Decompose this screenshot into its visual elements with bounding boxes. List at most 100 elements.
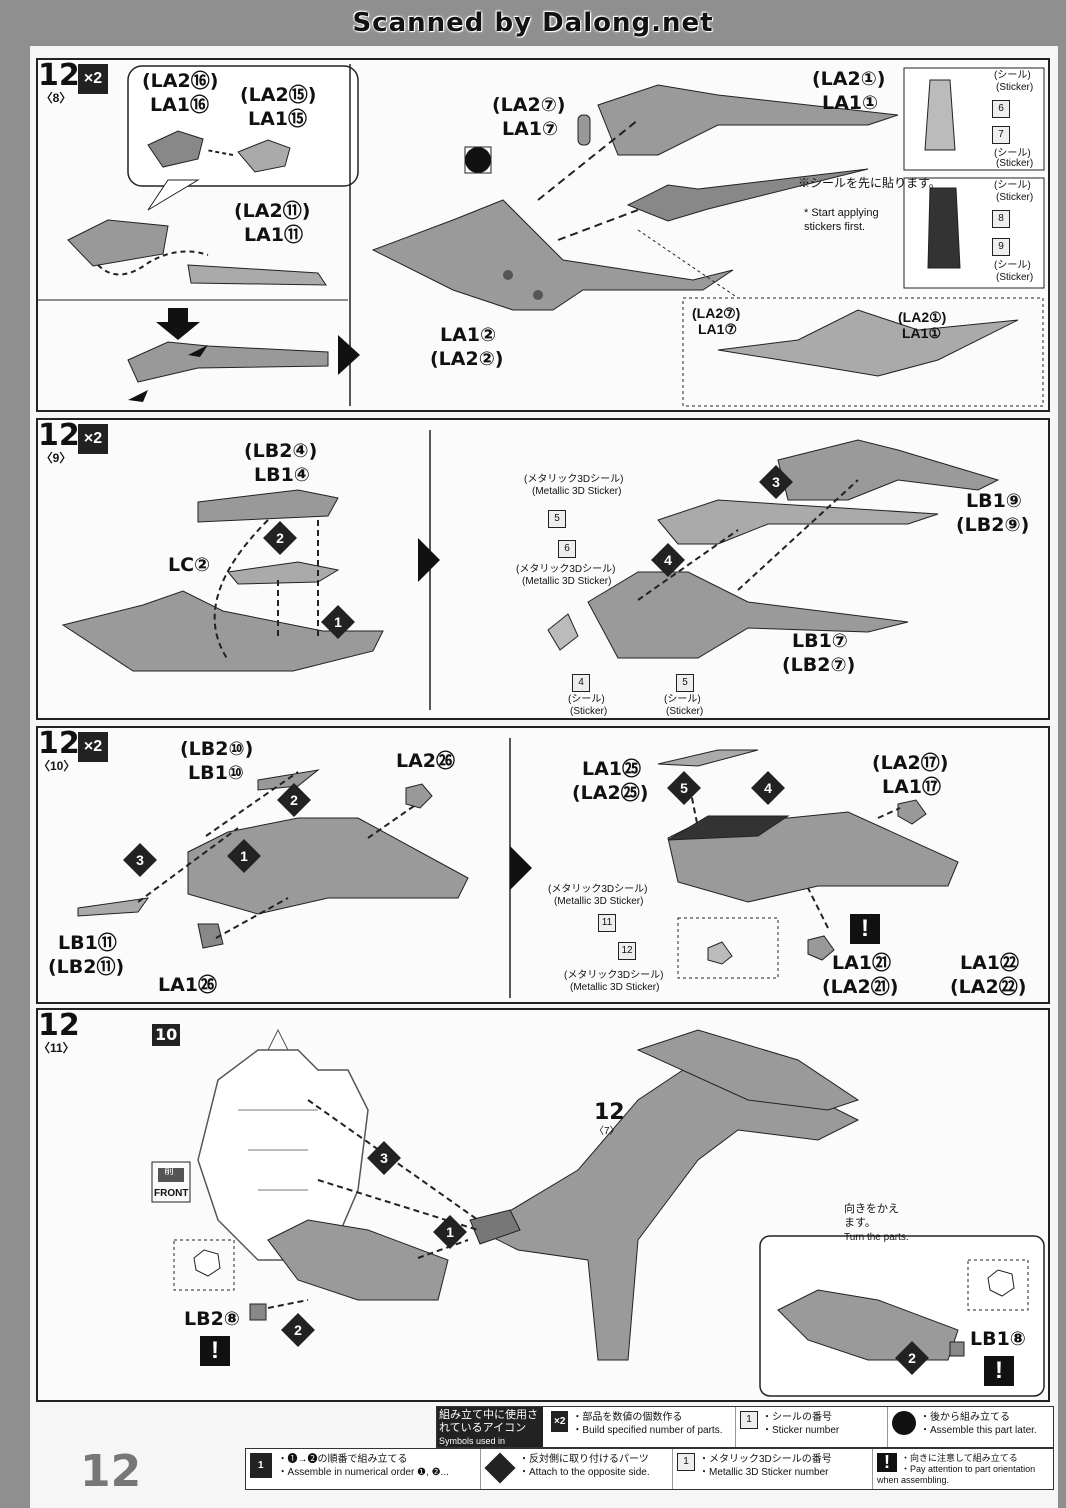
step-badge: 12 〈9〉 xyxy=(38,418,80,465)
front-label-jp: 前 xyxy=(164,1166,174,1177)
watermark: Scanned by Dalong.net xyxy=(352,8,714,38)
part-label: LB1⑩ xyxy=(188,762,244,784)
part-label: LC② xyxy=(168,554,211,576)
assembly-diagram xyxy=(151,1028,1045,1397)
step-number: 12 xyxy=(38,726,80,761)
sticker-number: 8 xyxy=(992,210,1010,228)
part-label: LA2㉖ xyxy=(396,750,456,772)
callout-sub: 〈7〉 xyxy=(594,1126,620,1137)
step-number: 12 xyxy=(38,418,80,453)
part-label: LA1⑮ xyxy=(248,108,308,130)
turn-note-jp: 向きをかえます。 xyxy=(844,1203,899,1229)
sequence-number: 3 xyxy=(772,474,780,490)
sequence-number: 1 xyxy=(334,614,342,630)
legend-title: 組み立て中に使用されているアイコン Symbols used in instru… xyxy=(437,1407,543,1459)
sequence-number: 5 xyxy=(680,780,688,796)
sticker-label-en: (Sticker) xyxy=(996,192,1034,203)
metallic-label-en: (Metallic 3D Sticker) xyxy=(570,982,660,993)
part-label: (LA2㉒) xyxy=(950,976,1027,998)
half-circle-icon xyxy=(892,1411,916,1435)
step-number: 12 xyxy=(38,58,80,93)
sticker-7: 7 xyxy=(992,126,1010,144)
sticker-number: 6 xyxy=(992,100,1010,118)
legend-text-en: ・Assemble in numerical order ❶, ❷... xyxy=(277,1467,449,1478)
legend-item-orientation: ! ・向きに注意して組み立てる ・Pay attention to part o… xyxy=(872,1449,1052,1489)
legend-text-jp: ・部品を数値の個数作る xyxy=(572,1412,683,1423)
metallic-label-jp: (メタリック3Dシール) xyxy=(548,884,648,895)
legend-text-jp: ・向きに注意して組み立てる xyxy=(901,1453,1018,1463)
sequence-number: 2 xyxy=(908,1350,916,1366)
legend-text-en: ・Sticker number xyxy=(762,1425,840,1436)
sticker-9: 9 xyxy=(992,238,1010,256)
part-label: (LA2②) xyxy=(430,348,504,370)
part-label: LB1⑦ xyxy=(792,630,848,652)
multiplier-badge: ×2 xyxy=(78,732,108,762)
sticker-label-en: (Sticker) xyxy=(996,82,1034,93)
sequence-number: 1 xyxy=(240,848,248,864)
orientation-warning-icon: ! xyxy=(200,1336,230,1366)
part-label: LB1⑪ xyxy=(58,932,117,954)
part-label: LA1⑦ xyxy=(502,118,559,140)
step-sub: 〈9〉 xyxy=(40,451,72,465)
legend-item-sticker: 1 ・シールの番号 ・Sticker number xyxy=(735,1407,885,1447)
part-label: (LB2⑪) xyxy=(48,956,125,978)
sticker-label-jp: (シール) xyxy=(994,70,1031,81)
part-label: (LA2①) xyxy=(812,68,886,90)
part-label: LA1⑯ xyxy=(150,94,210,116)
part-label: LB1④ xyxy=(254,464,310,486)
sticker-number: 5 xyxy=(548,510,566,528)
part-label: (LB2⑩) xyxy=(180,738,254,760)
sticker-label-en: (Sticker) xyxy=(996,158,1034,169)
sequence-number: 3 xyxy=(136,852,144,868)
legend-icon: 1 xyxy=(250,1453,272,1478)
part-label: (LA2⑦) xyxy=(492,94,566,116)
sticker-label-jp: (シール) xyxy=(994,180,1031,191)
legend-title-jp: 組み立て中に使用されているアイコン xyxy=(439,1409,538,1434)
step-badge: 12 〈11〉 xyxy=(38,1008,80,1055)
metallic-sticker-5: 5 xyxy=(548,510,566,528)
orientation-warning-icon: ! xyxy=(984,1356,1014,1386)
part-label: LA1㉖ xyxy=(158,974,218,996)
legend-item-opposite: ・反対側に取り付けるパーツ ・Attach to the opposite si… xyxy=(480,1449,670,1489)
part-label: LA1① xyxy=(902,325,941,341)
part-label: (LB2⑦) xyxy=(782,654,856,676)
sticker-label-jp: (シール) xyxy=(994,148,1031,159)
part-label: (LA2⑯) xyxy=(142,70,219,92)
legend-text-jp: ・後から組み立てる xyxy=(920,1412,1010,1423)
part-label: LA1⑦ xyxy=(698,321,737,337)
legend-text-jp: ・シールの番号 xyxy=(762,1412,832,1423)
legend-text-en: ・Metallic 3D Sticker number xyxy=(699,1467,829,1478)
sequence-number: 2 xyxy=(294,1322,302,1338)
part-label: (LB2④) xyxy=(244,440,318,462)
part-label: LB1⑨ xyxy=(966,490,1022,512)
part-label: (LA2⑪) xyxy=(234,200,311,222)
part-label: LB2⑧ xyxy=(184,1308,240,1330)
callout-label: 12 xyxy=(594,1100,625,1125)
step-panel-10: 12 〈10〉 ×2 (LB2⑩) LB1⑩ LA2㉖ LB1⑪ (LB2⑪) … xyxy=(36,726,1050,1004)
sticker-5: 5 xyxy=(676,674,694,692)
scan-header: Scanned by Dalong.net xyxy=(0,0,1066,46)
metallic-label-jp: (メタリック3Dシール) xyxy=(564,970,664,981)
step-badge: 12 〈10〉 xyxy=(38,726,80,773)
orientation-warning-icon: ! xyxy=(850,914,880,944)
metallic-sticker-11: 11 xyxy=(598,914,616,932)
sticker-number: 11 xyxy=(598,914,616,932)
metallic-label-en: (Metallic 3D Sticker) xyxy=(554,896,644,907)
legend-item-sequence: 1 ・❶→❷の順番で組み立てる ・Assemble in numerical o… xyxy=(246,1449,478,1489)
legend-icon: 1 xyxy=(677,1453,695,1471)
metallic-label-en: (Metallic 3D Sticker) xyxy=(532,486,622,497)
sticker-label-en: (Sticker) xyxy=(996,272,1034,283)
legend-text-jp: ・反対側に取り付けるパーツ xyxy=(519,1454,649,1465)
part-label: LA1㉕ xyxy=(582,758,642,780)
callout-label: 10 xyxy=(152,1024,181,1046)
sticker-6: 6 xyxy=(992,100,1010,118)
sticker-number: 9 xyxy=(992,238,1010,256)
sticker-label-jp: (シール) xyxy=(568,694,605,705)
flip-icon xyxy=(484,1452,516,1484)
step-number: 12 xyxy=(38,1008,80,1043)
part-label: LA1⑪ xyxy=(244,224,304,246)
sticker-number: 5 xyxy=(676,674,694,692)
part-label: (LA2㉕) xyxy=(572,782,649,804)
sticker-label-en: (Sticker) xyxy=(570,706,608,717)
legend-text-jp: ・メタリック3Dシールの番号 xyxy=(699,1454,832,1465)
